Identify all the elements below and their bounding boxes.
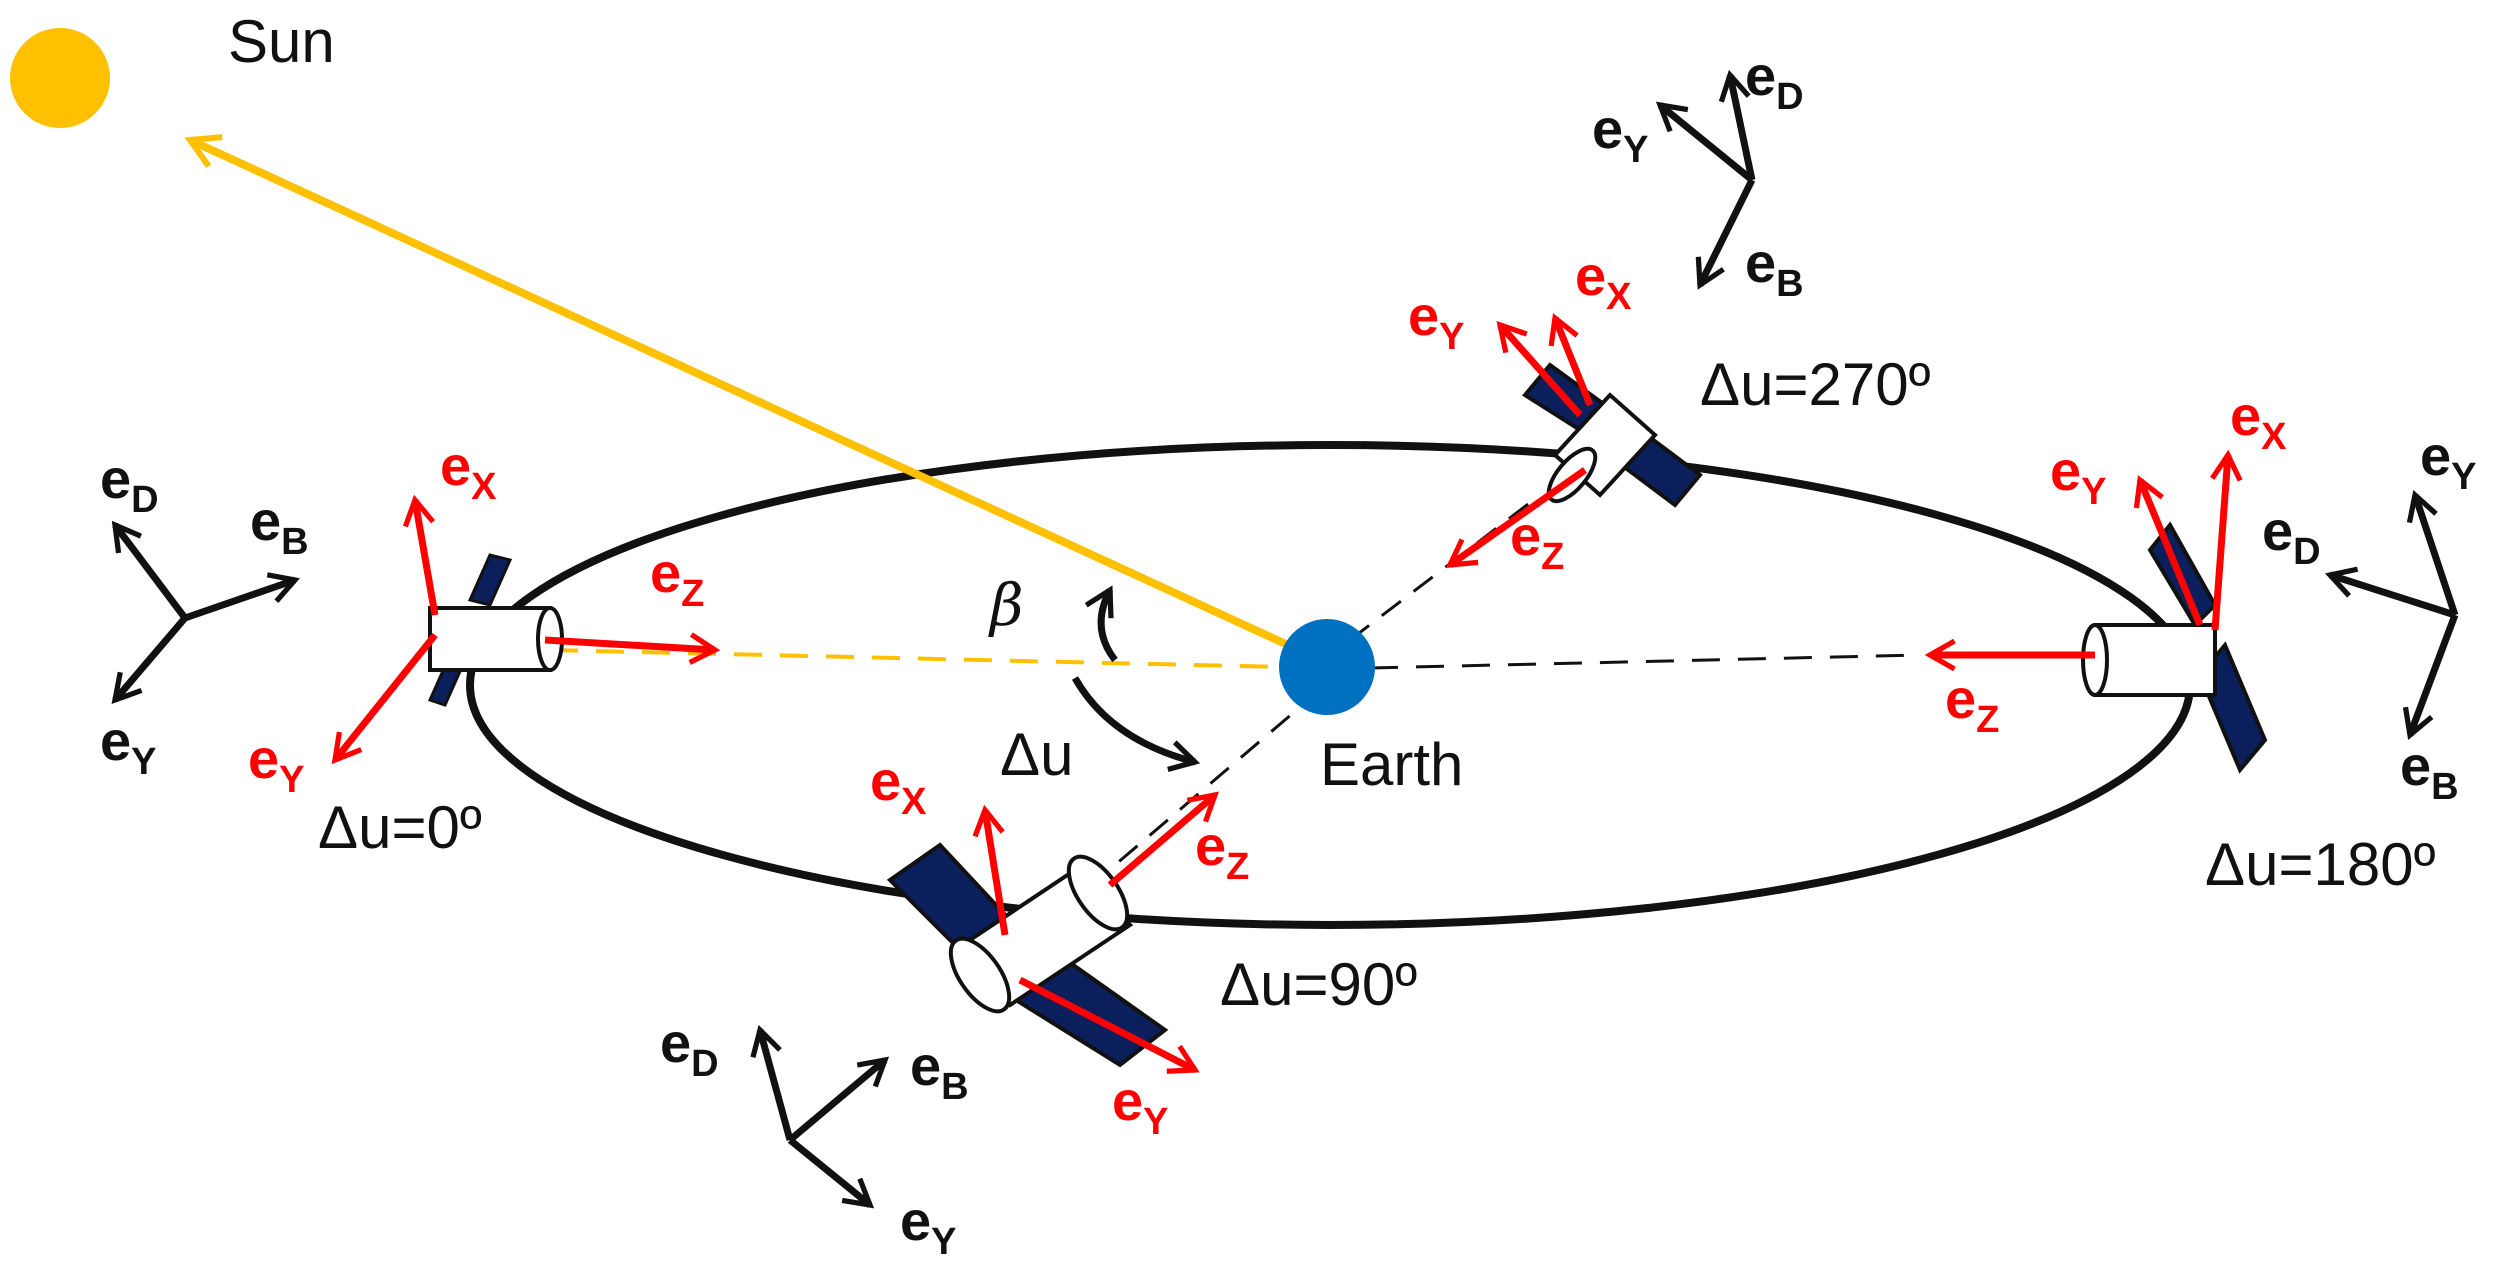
du270-label: Δu=270º (1700, 351, 1931, 418)
earth-to-du0-line (549, 648, 1326, 670)
du0-label: Δu=0º (318, 794, 482, 861)
ey-label-du270: eY (1408, 284, 1465, 358)
satellite-icon (428, 606, 552, 672)
eb-label-du180: eB (2400, 734, 2459, 808)
satellite-icon (2093, 623, 2217, 697)
ey-label-du0: eY (248, 727, 305, 801)
delta-u-arc (1071, 676, 1201, 772)
ey-arrow-du180 (2133, 475, 2204, 627)
ex-arrow-du270 (1548, 313, 1594, 407)
earth-disc-icon (1279, 619, 1375, 715)
orbit-frame-du270 (1655, 69, 1756, 290)
ey-label-frame-du180: eY (2420, 424, 2477, 498)
ex-arrow-du180 (2210, 449, 2243, 631)
solar-panel (467, 553, 513, 607)
du180-label: Δu=180º (2205, 831, 2436, 898)
sun-direction-line (184, 134, 1329, 667)
eb-label-du90: eB (910, 1034, 969, 1108)
orbit-frame-du90 (750, 1024, 890, 1209)
orbit-frame-du180 (2324, 489, 2459, 740)
ex-label-du270: eX (1575, 244, 1632, 318)
ex-arrow-du0 (402, 494, 439, 616)
ex-label-du0: eX (440, 434, 497, 508)
ey-label-frame-du270: eY (1592, 97, 1649, 171)
ey-label-du180: eY (2050, 439, 2107, 513)
sun-disc-icon (10, 28, 110, 128)
satellite-nozzle (948, 936, 1012, 1014)
ez-label-du180: eZ (1945, 667, 1999, 741)
ey-label-frame-du0: eY (100, 709, 157, 783)
ez-label-du270: eZ (1510, 504, 1564, 578)
beta-arc (1084, 585, 1118, 663)
beta-label: β (988, 571, 1024, 639)
satellite-du0 (427, 553, 564, 707)
ez-arrow-du270 (1445, 467, 1588, 569)
ey-label-du90: eY (1112, 1069, 1169, 1143)
earth-label: Earth (1320, 731, 1463, 798)
ez-label-du90: eZ (1195, 814, 1249, 888)
ey-arrow-du0 (331, 632, 438, 765)
ed-label-du0: eD (100, 447, 159, 521)
ez-arrow-du90 (1107, 791, 1220, 888)
ey-arrow-du90 (1018, 976, 1200, 1074)
ed-label-du270: eD (1745, 44, 1804, 118)
du90-label: Δu=90º (1220, 951, 1417, 1018)
orbit-frame-du0 (111, 520, 301, 705)
ex-label-du90: eX (870, 749, 927, 823)
delta-u-label: Δu (1000, 721, 1073, 788)
ex-arrow-du90 (972, 804, 1009, 936)
earth-to-du180-line (1369, 653, 1921, 670)
ey-arrow-du270 (1496, 321, 1583, 418)
satellite-nozzle (2081, 623, 2109, 697)
ex-label-du180: eX (2230, 384, 2287, 458)
ez-arrow-du0 (544, 632, 721, 665)
earth-to-du90-line (1114, 688, 1321, 867)
ez-label-du0: eZ (650, 541, 704, 615)
ey-label-frame-du90: eY (900, 1189, 957, 1263)
eb-label-du270: eB (1745, 231, 1804, 305)
ed-label-du180: eD (2262, 499, 2321, 573)
ed-label-du90: eD (660, 1011, 719, 1085)
sun-label: Sun (228, 8, 335, 75)
eb-label-du0: eB (250, 489, 309, 563)
